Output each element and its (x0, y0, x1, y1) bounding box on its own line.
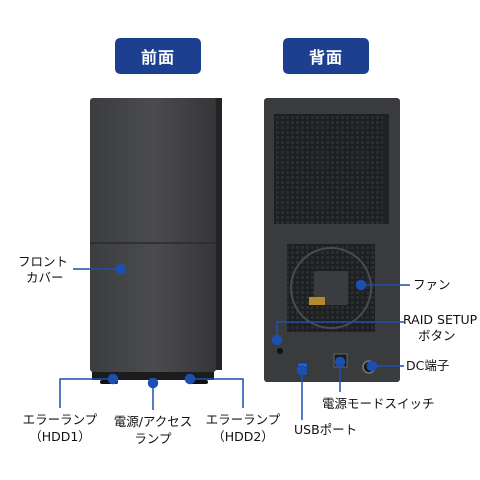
usb-port-label: USBポート (294, 422, 358, 437)
back-callouts (271, 279, 410, 420)
front-device (90, 98, 222, 384)
dc-jack-label: DC端子 (406, 358, 450, 373)
power-access-lamp-label-line2: ランプ (134, 431, 172, 446)
error-lamp-hdd1-label-line1: エラーランプ (22, 412, 98, 427)
error-lamp-hdd2-label-line2: （HDD2） (212, 429, 274, 444)
fan-hub (314, 271, 348, 305)
raid-setup-button-label-line2: ボタン (418, 328, 456, 343)
back-device (264, 98, 400, 382)
front-cover-label-line1: フロント (18, 254, 69, 269)
error-lamp-hdd2-label-line1: エラーランプ (205, 412, 281, 427)
front-callouts (59, 263, 244, 410)
back-view-header: 背面 (283, 38, 369, 74)
error-lamp-hdd1-label-line2: （HDD1） (29, 429, 91, 444)
fan-label: ファン (413, 277, 451, 292)
power-mode-switch-label: 電源モードスイッチ (322, 396, 435, 411)
front-cover-label-line2: カバー (26, 270, 64, 285)
raid-setup-hole (277, 348, 283, 354)
front-view-header: 前面 (115, 38, 201, 74)
top-vent (274, 114, 384, 224)
power-access-lamp-label-line1: 電源/アクセス (113, 414, 193, 429)
raid-setup-button-label-line1: RAID SETUP (403, 312, 478, 327)
front-cover-panel (90, 98, 216, 372)
